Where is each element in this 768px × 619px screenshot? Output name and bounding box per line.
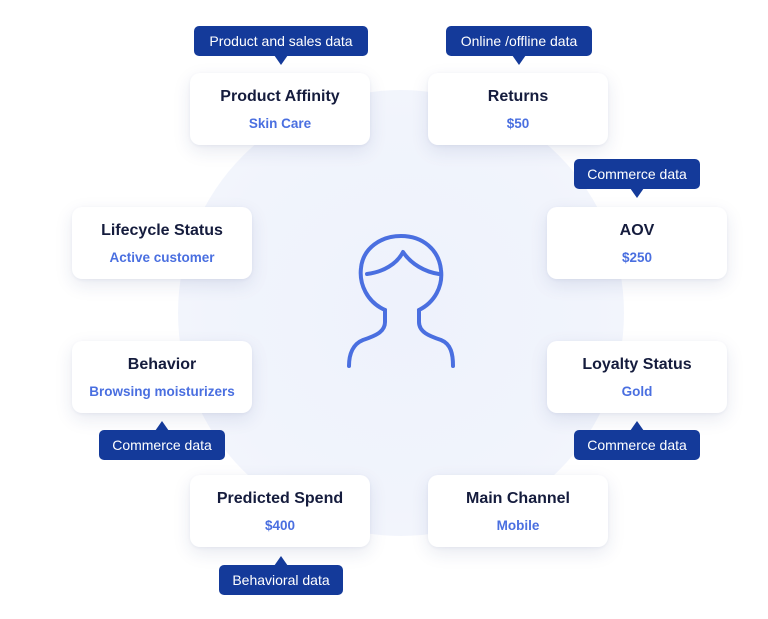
tag-product-and-sales-data: Product and sales data — [194, 26, 368, 65]
card-value: Active customer — [109, 249, 215, 265]
background-circle — [178, 90, 624, 536]
card-title: Main Channel — [465, 489, 570, 507]
card-value: $50 — [506, 115, 530, 131]
card-value: $400 — [264, 517, 296, 533]
card-aov: AOV $250 — [547, 207, 727, 279]
tag-online-offline-data: Online /offline data — [446, 26, 592, 65]
card-value: $250 — [621, 249, 653, 265]
tag-commerce-data-behavior: Commerce data — [99, 421, 225, 460]
tag-commerce-data-loyalty: Commerce data — [574, 421, 700, 460]
card-value: Gold — [621, 383, 653, 399]
card-value: Skin Care — [248, 115, 312, 131]
card-title: Lifecycle Status — [101, 221, 223, 239]
tag-commerce-data-aov: Commerce data — [574, 159, 700, 198]
card-title: Predicted Spend — [216, 489, 344, 507]
card-title: Product Affinity — [220, 87, 340, 105]
card-returns: Returns $50 — [428, 73, 608, 145]
card-predicted-spend: Predicted Spend $400 — [190, 475, 370, 547]
card-product-affinity: Product Affinity Skin Care — [190, 73, 370, 145]
card-value: Mobile — [496, 517, 540, 533]
tag-behavioral-data: Behavioral data — [219, 556, 343, 595]
card-value: Browsing moisturizers — [89, 383, 235, 399]
card-main-channel: Main Channel Mobile — [428, 475, 608, 547]
card-title: Returns — [487, 87, 549, 105]
card-behavior: Behavior Browsing moisturizers — [72, 341, 252, 413]
customer-avatar-icon — [347, 234, 455, 368]
card-title: Loyalty Status — [582, 355, 692, 373]
card-title: AOV — [619, 221, 655, 239]
card-title: Behavior — [127, 355, 197, 373]
card-loyalty-status: Loyalty Status Gold — [547, 341, 727, 413]
card-lifecycle-status: Lifecycle Status Active customer — [72, 207, 252, 279]
